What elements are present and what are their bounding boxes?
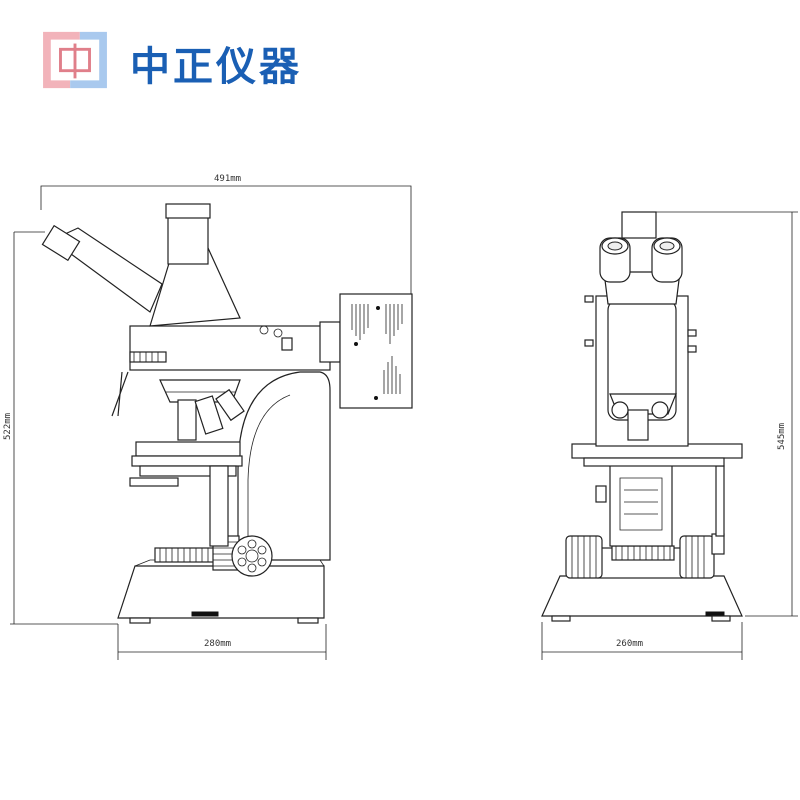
- front-camera-port: [621, 211, 657, 239]
- side-base: [117, 565, 325, 619]
- side-base-label: 280mm: [204, 639, 231, 649]
- side-objective-2: [194, 395, 224, 435]
- front-height-ext: [652, 211, 798, 617]
- side-eyepiece: [41, 224, 81, 262]
- side-view-dimension-lines: [10, 185, 412, 660]
- front-base: [541, 575, 743, 617]
- brand-name: 中正仪器: [130, 44, 302, 90]
- side-eyepiece-tube: [50, 227, 163, 313]
- front-view-dimension-lines: [541, 211, 798, 660]
- front-height-label: 545mm: [777, 423, 787, 450]
- side-stage-handle: [129, 477, 179, 487]
- side-camera-port: [167, 209, 209, 265]
- front-base-dim-line: [541, 622, 743, 660]
- side-arm: [237, 371, 331, 561]
- inset-frame: [339, 293, 413, 409]
- logo-icon: [43, 31, 107, 89]
- front-stage-support: [609, 461, 673, 547]
- side-base-slot: [191, 611, 219, 617]
- front-objective: [627, 409, 649, 441]
- side-width-label: 491mm: [214, 174, 241, 184]
- side-filter-slider: [129, 351, 167, 363]
- side-objective-1: [177, 399, 197, 441]
- side-width-dim-line: [40, 185, 412, 300]
- side-objective-3: [215, 388, 245, 422]
- front-right-knob: [679, 535, 715, 579]
- diaphragm-inset: [339, 293, 413, 409]
- side-stage-column: [209, 465, 229, 547]
- side-stage-top: [135, 441, 241, 457]
- side-fine-knob: [231, 535, 273, 577]
- side-stage-gear: [154, 547, 216, 563]
- side-height-label: 522mm: [3, 413, 13, 440]
- front-view-microscope: [541, 211, 743, 622]
- side-lamp-housing: [319, 321, 341, 363]
- logo-shape-red: [43, 31, 80, 89]
- side-view-microscope: [41, 203, 341, 624]
- brand-logo: [43, 31, 107, 89]
- front-gear: [611, 545, 675, 561]
- side-illuminator-body: [129, 325, 331, 371]
- logo-inner-frame: [59, 47, 91, 73]
- front-stage-rod: [715, 465, 725, 537]
- logo-shape-blue: [70, 31, 107, 89]
- side-base-dim-line: [117, 624, 327, 660]
- front-base-label: 260mm: [616, 639, 643, 649]
